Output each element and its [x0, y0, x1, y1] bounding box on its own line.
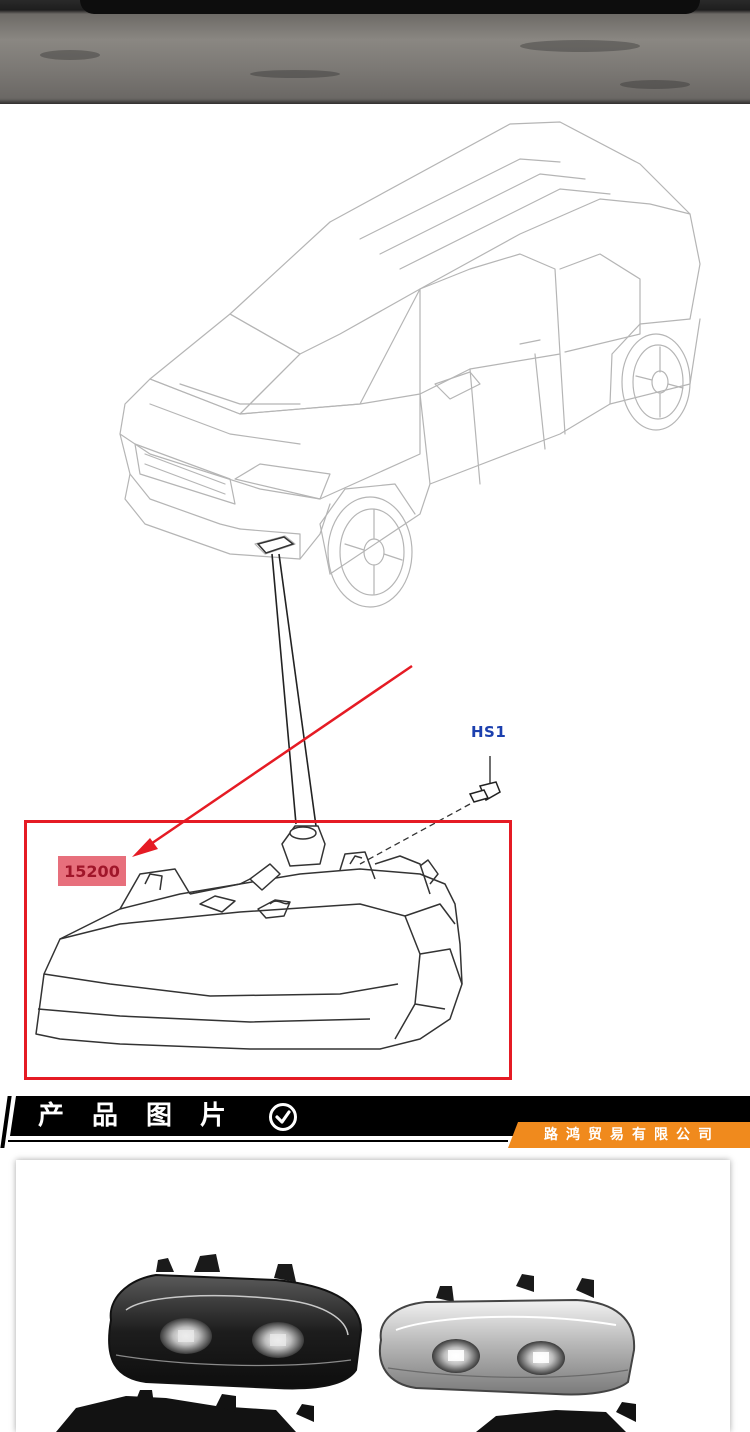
section-header: 产品图片 路鸿贸易有限公司	[0, 1092, 750, 1152]
road-texture	[40, 50, 100, 60]
vehicle-line-drawing	[35, 121, 701, 1050]
part-number-label: 15200	[58, 856, 126, 886]
header-underline	[8, 1140, 508, 1142]
road-texture	[250, 70, 340, 78]
road-texture	[520, 40, 640, 52]
strip-shadow	[0, 98, 750, 104]
vehicle-shadow	[80, 0, 700, 14]
road-texture	[620, 80, 690, 89]
road-photo-strip	[0, 0, 750, 104]
fastener-label: HS1	[471, 723, 507, 741]
section-title: 产品图片	[38, 1101, 255, 1131]
company-name-tag: 路鸿贸易有限公司	[508, 1122, 750, 1148]
product-photo	[16, 1160, 730, 1432]
parts-diagram: HS1 15200	[0, 104, 750, 1084]
check-circle-icon	[269, 1103, 297, 1131]
fog-lamp-photo-drawing	[56, 1254, 636, 1432]
part-highlight-box	[24, 820, 512, 1080]
